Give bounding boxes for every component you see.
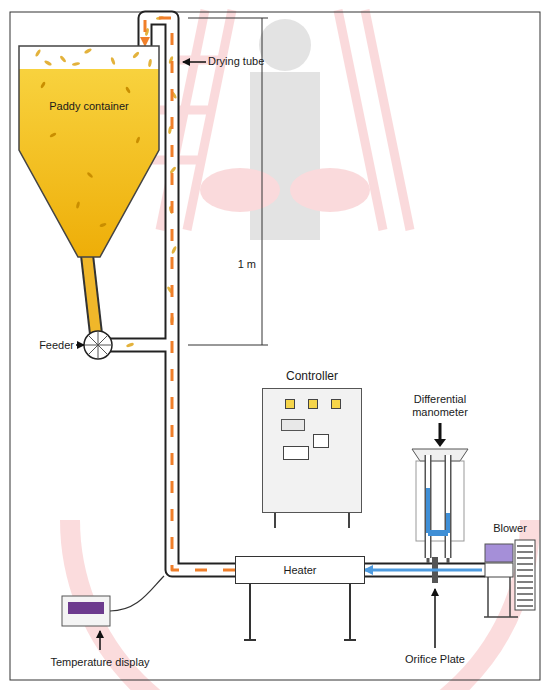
controller-cabinet: Controller [262, 368, 362, 528]
indicator-button [308, 399, 318, 409]
controller-panel [262, 388, 362, 513]
part-label: Feeder [39, 339, 74, 352]
outlet-chute [87, 255, 96, 334]
part-heading: Differential manometer [398, 393, 482, 419]
cabinet-leg [274, 513, 276, 528]
heater-box: Heater [235, 556, 365, 584]
frame [10, 12, 540, 680]
blower-symbol [482, 522, 538, 622]
heater-legs [244, 584, 356, 640]
part-label: Temperature display [50, 656, 149, 669]
panel-switch [283, 446, 309, 460]
temperature-display-device [62, 576, 164, 626]
panel-switch [313, 434, 329, 448]
part-heading: Blower [478, 522, 542, 535]
airflow-arrow [365, 569, 482, 572]
differential-manometer: Differential manometer [398, 393, 482, 558]
container-shape [18, 45, 160, 267]
part-label: Drying tube [208, 55, 264, 68]
indicator-button [331, 399, 341, 409]
panel-display [281, 419, 305, 431]
dimension-line [188, 18, 268, 345]
part-label: Orifice Plate [405, 653, 465, 666]
indicator-button [285, 399, 295, 409]
part-heading: Paddy container [18, 100, 160, 113]
paddy-container: Paddy container [18, 45, 160, 267]
blower-unit: Blower [482, 522, 538, 622]
feeder-wheel [84, 331, 112, 359]
cabinet-leg [348, 513, 350, 528]
box-label: Heater [283, 564, 316, 577]
part-heading: Controller [252, 370, 372, 383]
dimension-label: 1 m [238, 258, 256, 271]
